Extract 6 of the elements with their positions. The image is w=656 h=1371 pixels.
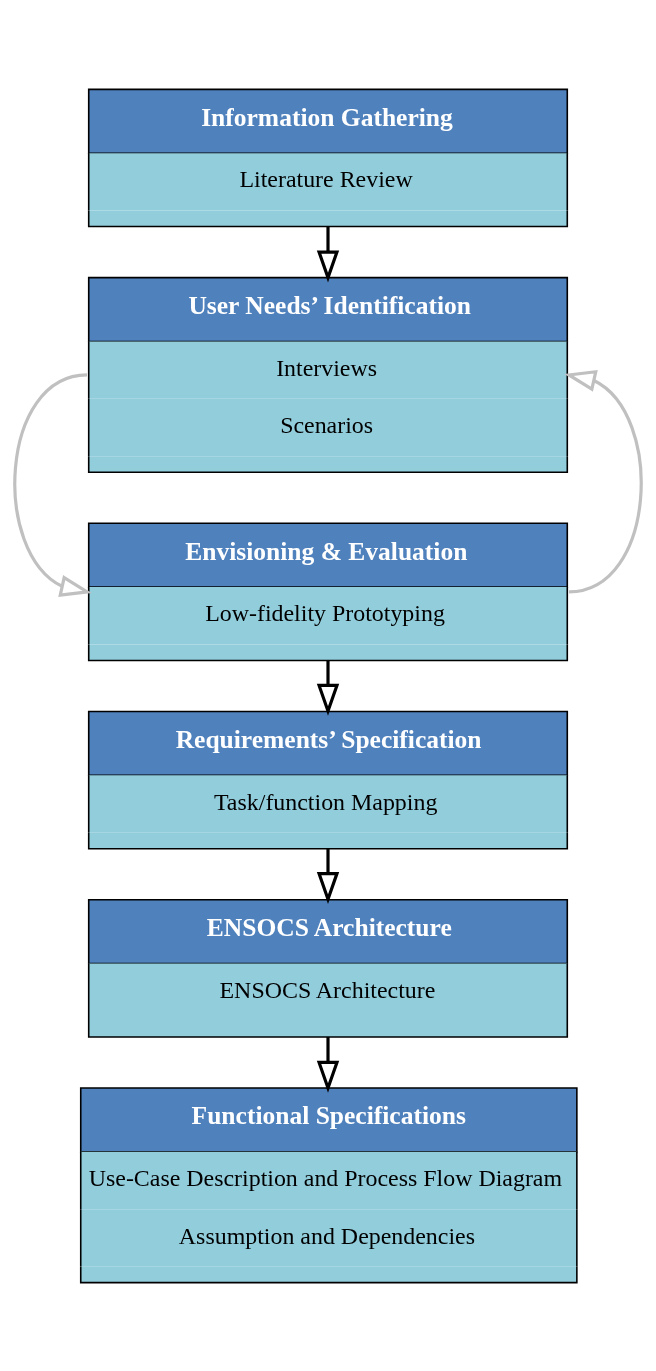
arrow [13,372,92,597]
arrow [316,1036,340,1093]
arrow [316,848,340,904]
arrow [564,369,643,593]
arrow [316,660,340,716]
arrow [316,226,340,282]
